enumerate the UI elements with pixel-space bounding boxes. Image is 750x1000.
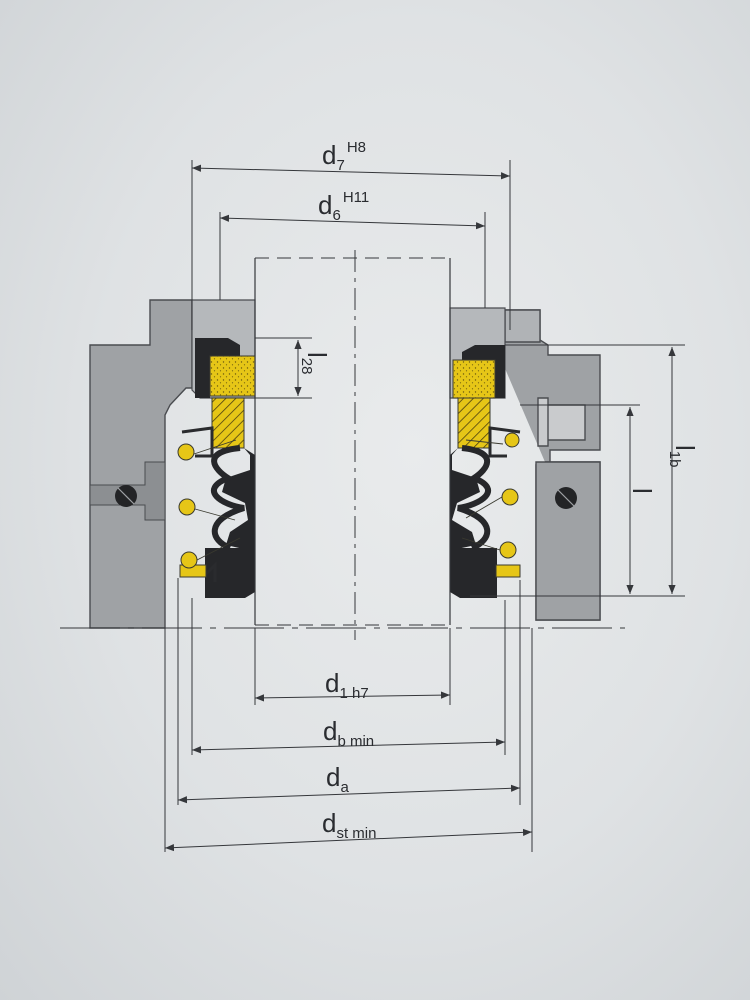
label-l: l [627, 488, 657, 494]
dimension-lines [164, 160, 685, 852]
label-da: da [326, 762, 349, 796]
label-l28: l28 [298, 352, 332, 375]
label-d7: d7H8 [322, 139, 366, 174]
label-l1b: l1b [666, 445, 700, 468]
left-housing [89, 299, 193, 629]
left-seal-assembly [177, 338, 256, 598]
right-seal-assembly [450, 345, 521, 598]
label-dst: dst min [322, 808, 377, 842]
right-housing [480, 309, 601, 621]
label-d6: d6H11 [318, 189, 370, 224]
shaft [60, 250, 625, 640]
label-d1: d1 h7 [325, 668, 369, 702]
label-db: db min [323, 716, 375, 750]
